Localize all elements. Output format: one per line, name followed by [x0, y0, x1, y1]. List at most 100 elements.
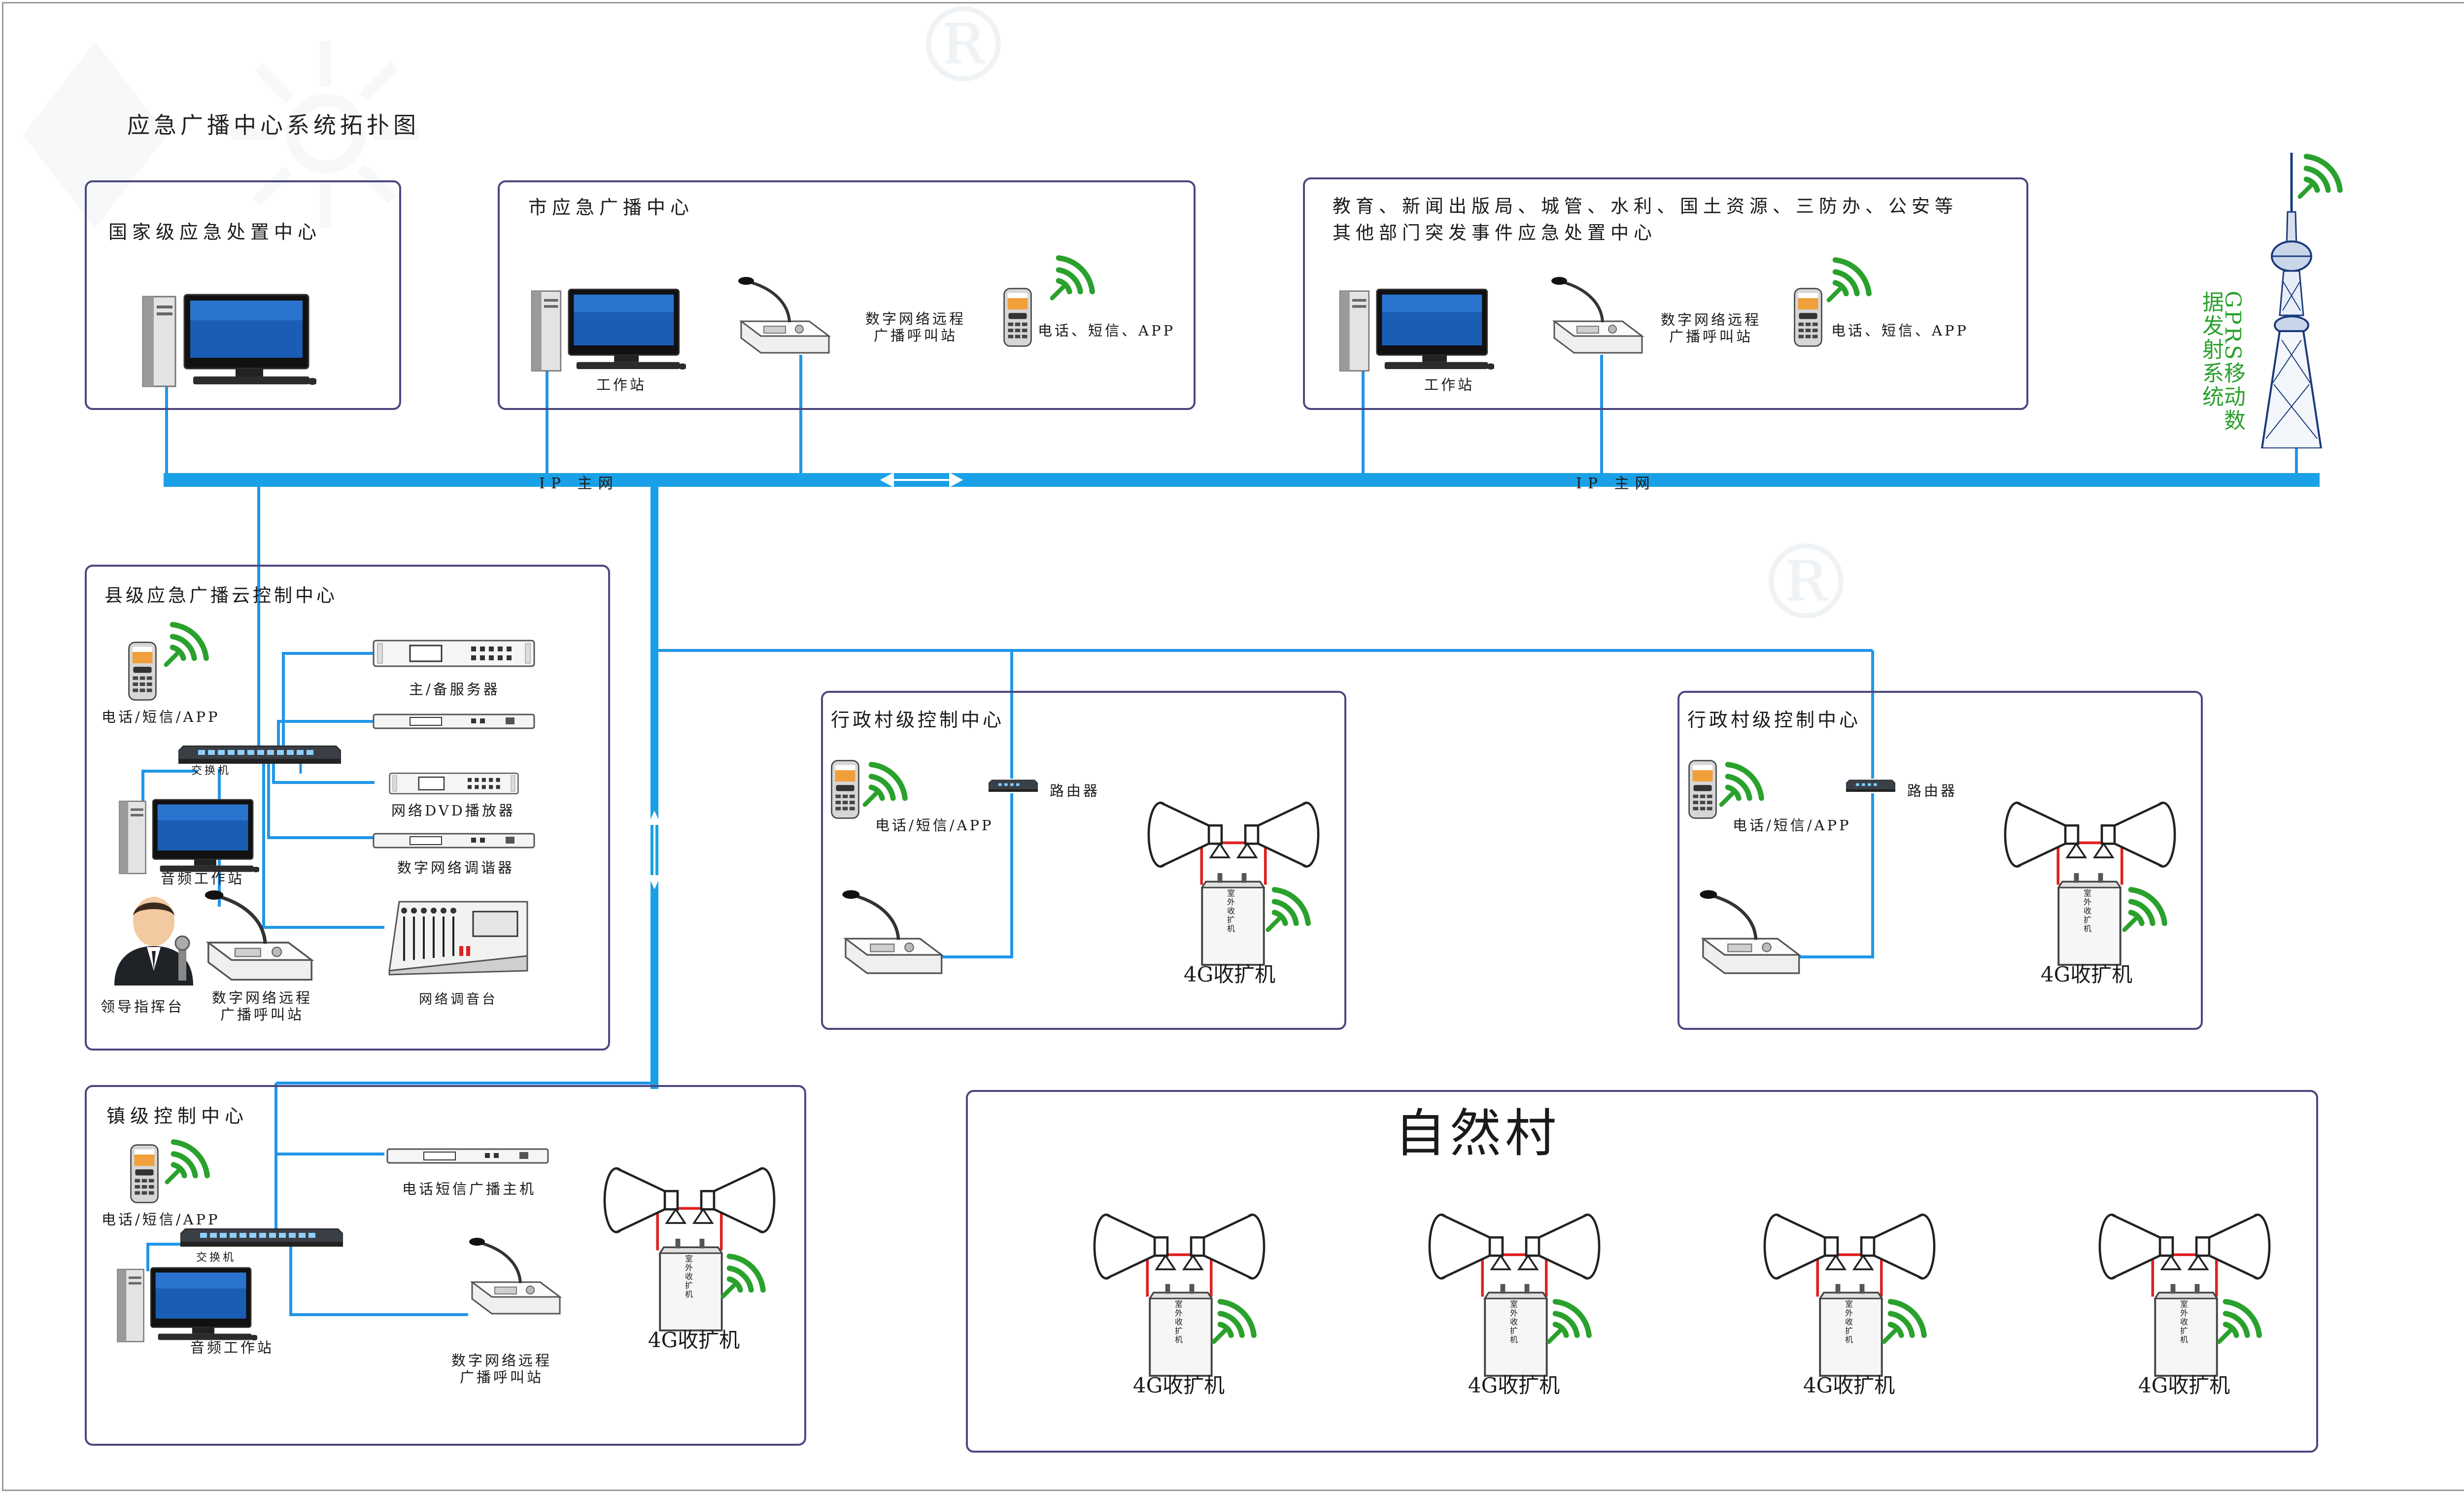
bidirectional-arrow-vertical: [648, 811, 661, 889]
gprs-system-label: GPRS移动数据发射系统: [2198, 291, 2245, 433]
leader-console-label: 领导指挥台: [101, 998, 185, 1015]
panel-town-center: 镇级控制中心: [85, 1085, 806, 1446]
microphone-station-icon: [734, 274, 833, 358]
amp-box-label: 室外收扩机: [1844, 1300, 1853, 1344]
person-icon: [104, 887, 203, 985]
panel-title: 县级应急广播云控制中心: [104, 585, 338, 606]
ip-network-label: IP 主网: [539, 475, 619, 492]
remote-station-label: 数字网络远程广播呼叫站: [865, 310, 966, 344]
wireless-signal-icon: [1208, 1293, 1263, 1347]
computer-icon: [114, 1264, 257, 1344]
wireless-signal-icon: [718, 1248, 772, 1302]
wireless-signal-icon: [1716, 756, 1770, 810]
panel-admin-village-center: 行政村级控制中心: [821, 691, 1346, 1030]
panel-departments-center: 教育、新闻出版局、城管、水利、国土资源、三防办、公安等 其他部门突发事件应急处置…: [1303, 177, 2028, 410]
ip-backbone-bus: [164, 473, 2320, 487]
microphone-station-icon: [465, 1235, 564, 1319]
dvd-player-icon: [373, 772, 535, 795]
router-icon: [1846, 778, 1895, 794]
audio-workstation-label: 音频工作站: [161, 870, 245, 887]
ip-network-label: IP 主网: [1576, 475, 1656, 492]
computer-icon: [116, 796, 259, 876]
wireless-signal-icon: [1543, 1293, 1598, 1347]
phone-label: 电话/短信/APP: [1733, 817, 1851, 834]
ip-vertical-trunk: [650, 487, 658, 1089]
amp-box-label: 室外收扩机: [2082, 889, 2091, 933]
dvd-player-label: 网络DVD播放器: [391, 802, 515, 819]
phone-icon: [1793, 287, 1823, 348]
panel-title: 市应急广播中心: [528, 197, 694, 218]
server-label: 主/备服务器: [409, 681, 500, 698]
amplifier-label: 4G收扩机: [1803, 1373, 1895, 1397]
phone-icon: [1002, 287, 1033, 348]
panel-national-center: 国家级应急处置中心: [85, 180, 401, 410]
phone-label: 电话/短信/APP: [102, 709, 220, 725]
wireless-signal-icon: [1823, 251, 1878, 306]
bidirectional-arrow-horizontal: [880, 472, 963, 488]
amp-box-label: 室外收扩机: [684, 1255, 693, 1299]
amplifier-label: 4G收扩机: [648, 1328, 740, 1352]
panel-city-broadcast-center: 市应急广播中心: [498, 180, 1196, 410]
panel-county-cloud-center: 县级应急广播云控制中心: [85, 565, 610, 1051]
sms-host-label: 电话短信广播主机: [402, 1181, 537, 1197]
phone-icon: [129, 1143, 160, 1204]
remote-station-label: 数字网络远程广播呼叫站: [211, 989, 313, 1023]
amplifier-label: 4G收扩机: [2138, 1373, 2230, 1397]
phone-label: 电话、短信、APP: [1831, 322, 1969, 339]
wireless-signal-icon: [1263, 881, 1317, 935]
rack-device-icon: [373, 713, 535, 730]
remote-station-label: 数字网络远程广播呼叫站: [1660, 311, 1762, 345]
page-title: 应急广播中心系统拓扑图: [127, 112, 420, 138]
phone-label: 电话/短信/APP: [875, 817, 994, 834]
network-switch-icon: [180, 1224, 343, 1249]
amplifier-label: 4G收扩机: [1468, 1373, 1560, 1397]
amplifier-label: 4G收扩机: [1183, 962, 1276, 986]
wireless-signal-icon: [2294, 148, 2349, 202]
workstation-label: 工作站: [596, 376, 647, 393]
panel-title: 国家级应急处置中心: [108, 221, 322, 243]
phone-icon: [830, 759, 860, 820]
panel-title: 教育、新闻出版局、城管、水利、国土资源、三防办、公安等: [1333, 196, 1958, 217]
wireless-signal-icon: [162, 1133, 216, 1188]
wireless-signal-icon: [1879, 1293, 1933, 1347]
wireless-signal-icon: [859, 756, 914, 810]
panel-title: 行政村级控制中心: [831, 709, 1005, 731]
phone-icon: [1687, 759, 1718, 820]
amplifier-label: 4G收扩机: [1132, 1373, 1225, 1397]
mixer-label: 网络调音台: [419, 992, 498, 1007]
phone-icon: [127, 641, 158, 702]
amp-box-label: 室外收扩机: [1226, 889, 1235, 933]
router-label: 路由器: [1907, 782, 1958, 799]
audio-workstation-label: 音频工作站: [190, 1339, 274, 1356]
panel-subtitle: 其他部门突发事件应急处置中心: [1333, 222, 1657, 243]
phone-label: 电话、短信、APP: [1038, 322, 1175, 339]
amp-box-label: 室外收扩机: [1508, 1300, 1518, 1344]
computer-icon: [1336, 286, 1494, 374]
router-label: 路由器: [1050, 782, 1100, 799]
tuner-label: 数字网络调谐器: [397, 859, 515, 876]
panel-title: 行政村级控制中心: [1687, 709, 1861, 731]
microphone-station-icon: [199, 887, 317, 985]
router-icon: [989, 778, 1038, 794]
wireless-signal-icon: [1047, 249, 1101, 304]
sms-broadcast-host-icon: [386, 1147, 549, 1165]
switch-label: 交换机: [196, 1252, 237, 1264]
computer-icon: [139, 291, 316, 389]
phone-label: 电话/短信/APP: [102, 1211, 220, 1228]
remote-station-label: 数字网络远程广播呼叫站: [451, 1352, 552, 1386]
natural-village-title: 自然村: [1395, 1103, 1561, 1163]
microphone-station-icon: [1547, 274, 1646, 358]
switch-label: 交换机: [191, 765, 232, 777]
panel-admin-village-center: 行政村级控制中心: [1677, 691, 2203, 1030]
amp-box-label: 室外收扩机: [1173, 1300, 1183, 1344]
workstation-label: 工作站: [1424, 376, 1475, 393]
microphone-station-icon: [1695, 887, 1804, 979]
wireless-signal-icon: [161, 616, 215, 670]
wireless-signal-icon: [2214, 1293, 2268, 1347]
computer-icon: [528, 286, 686, 374]
amplifier-label: 4G收扩机: [2040, 962, 2133, 986]
panel-title: 镇级控制中心: [106, 1105, 249, 1127]
server-rack-icon: [373, 639, 535, 668]
